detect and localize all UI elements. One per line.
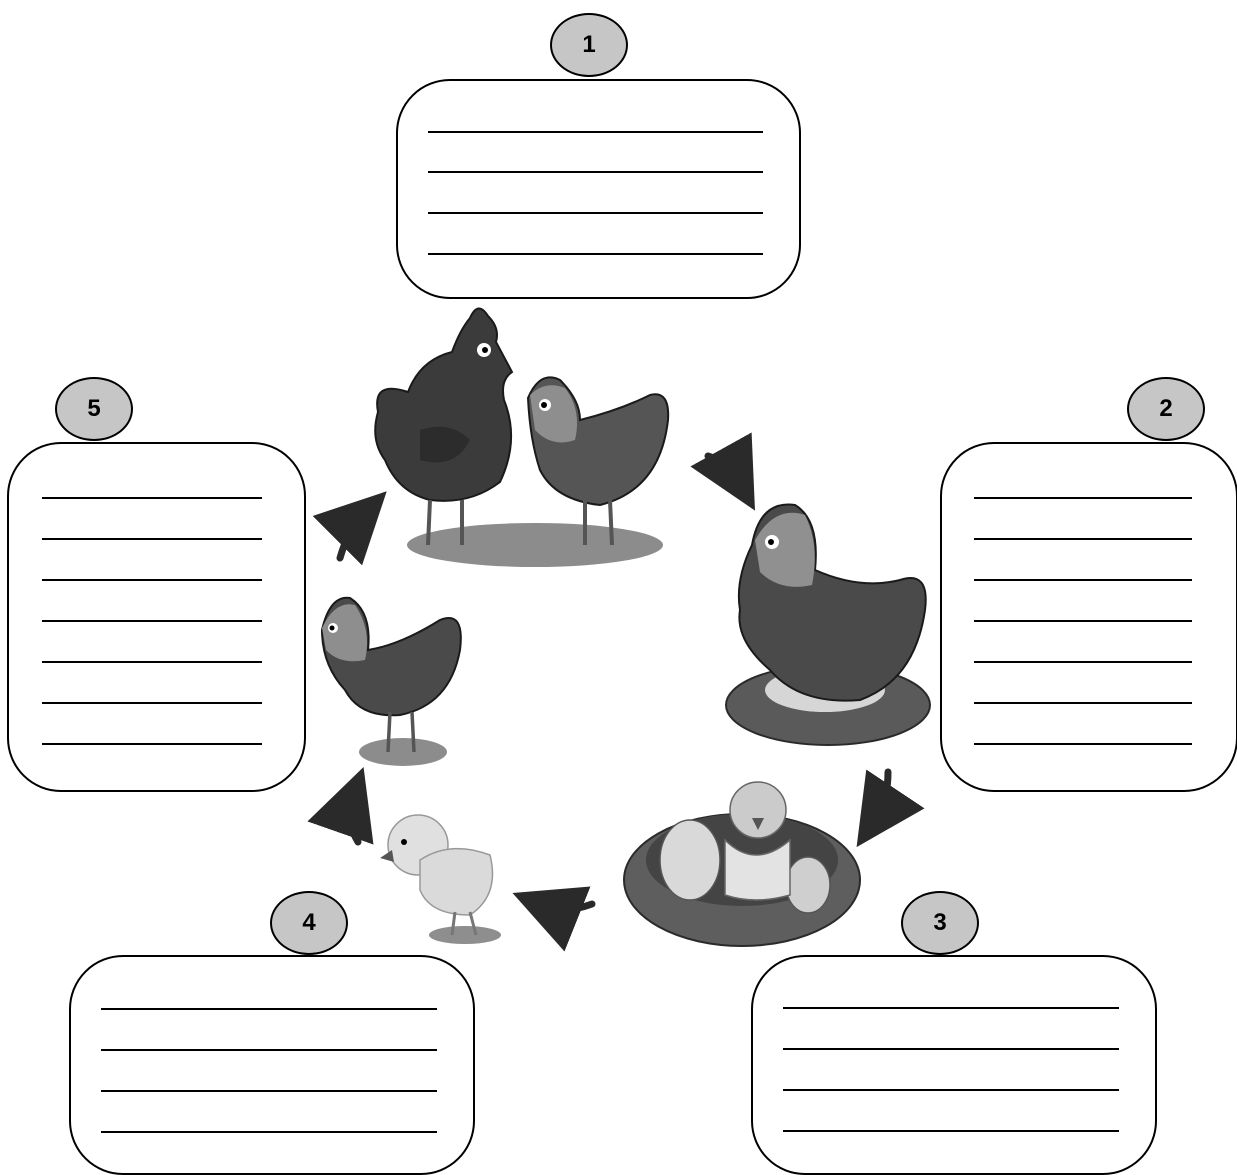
stage-2-answer-line[interactable] [974,579,1192,581]
stage-5-answer-box [7,442,306,792]
stage-1-answer-line[interactable] [428,253,763,255]
stage-1-number-badge: 1 [550,13,628,77]
stage-5-answer-line[interactable] [42,497,262,499]
hen-on-nest-figure [725,503,931,746]
stage-3-answer-line[interactable] [783,1089,1119,1091]
arrow-2-to-3 [856,768,925,848]
stage-5-answer-line[interactable] [42,579,262,581]
stage-4-answer-line[interactable] [101,1131,437,1133]
stage-5-answer-line[interactable] [42,661,262,663]
stage-1-answer-line[interactable] [428,212,763,214]
stage-3-answer-line[interactable] [783,1007,1119,1009]
stage-5-answer-line[interactable] [42,620,262,622]
stage-2-answer-line[interactable] [974,620,1192,622]
stage-2-answer-box [940,442,1237,792]
arrow-4-to-5 [307,766,374,846]
stage-4-answer-box [69,955,475,1175]
young-hen-figure [320,596,462,766]
stage-5-answer-line[interactable] [42,702,262,704]
rooster-and-hen-figure [374,307,670,567]
stage-2-answer-line[interactable] [974,538,1192,540]
stage-2-answer-line[interactable] [974,743,1192,745]
stage-2-number-badge: 2 [1127,377,1205,441]
stage-3-answer-box [751,955,1157,1175]
stage-2-answer-line[interactable] [974,702,1192,704]
cycle-arrows [307,432,925,952]
baby-chick-figure [380,814,501,944]
stage-1-answer-box [396,79,801,299]
stage-3-answer-line[interactable] [783,1048,1119,1050]
stage-5-answer-line[interactable] [42,538,262,540]
arrow-1-to-2 [690,432,756,511]
stage-5-answer-line[interactable] [42,743,262,745]
stage-4-answer-line[interactable] [101,1008,437,1010]
hatching-chick-in-nest-figure [623,781,861,947]
arrow-5-to-1 [312,491,387,566]
stage-5-number-badge: 5 [55,377,133,441]
stage-3-number-badge: 3 [901,891,979,955]
stage-4-number-badge: 4 [270,891,348,955]
stage-2-answer-line[interactable] [974,661,1192,663]
stage-1-answer-line[interactable] [428,131,763,133]
stage-2-answer-line[interactable] [974,497,1192,499]
stage-4-answer-line[interactable] [101,1090,437,1092]
stage-1-answer-line[interactable] [428,171,763,173]
stage-3-answer-line[interactable] [783,1130,1119,1132]
stage-4-answer-line[interactable] [101,1049,437,1051]
arrow-3-to-4 [512,886,596,952]
